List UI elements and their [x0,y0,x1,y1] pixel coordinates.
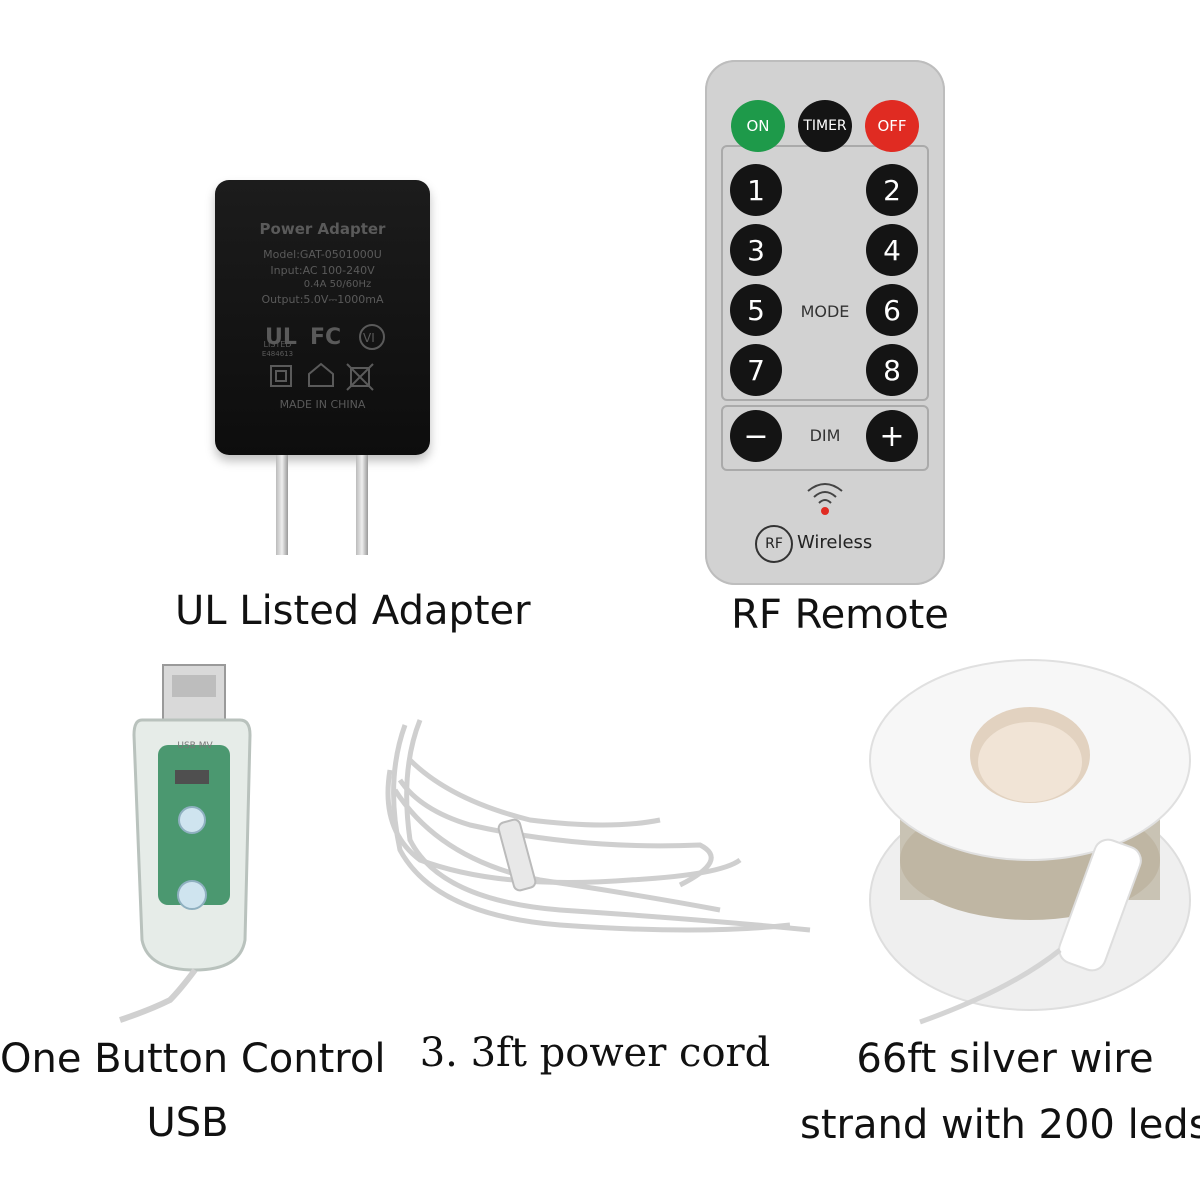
vi-mark: VI [363,331,375,345]
on-button[interactable]: ON [731,100,785,152]
caption-usb-line1: One Button Control [0,1036,386,1082]
listed-label: LISTED [263,340,292,349]
wireless-label: Wireless [797,532,873,553]
wire-spool-icon [869,659,1191,1025]
button-3[interactable]: 3 [730,224,782,276]
caption-cord: 3. 3ft power cord [419,1030,771,1076]
ul-mark: UL [265,325,297,350]
dim-panel [721,405,929,471]
adapter-prong-left [276,455,288,555]
adapter-output: Output:5.0V⎓1000mA [261,293,384,306]
button-1[interactable]: 1 [730,164,782,216]
dim-plus-button[interactable]: + [866,410,918,462]
adapter-title: Power Adapter [259,220,386,238]
made-in-label: MADE IN CHINA [279,398,366,411]
fc-mark: FC [310,325,341,350]
wireless-signal-icon [807,483,843,515]
usb-print: USB MV [177,741,213,751]
off-button[interactable]: OFF [865,100,919,152]
button-2[interactable]: 2 [866,164,918,216]
safety-symbols-icon [270,362,374,391]
button-7[interactable]: 7 [730,344,782,396]
timer-button[interactable]: TIMER [798,100,852,152]
caption-adapter: UL Listed Adapter [175,588,531,634]
adapter-model: Model:GAT-0501000U [263,248,382,261]
dim-label: DIM [809,426,841,445]
adapter-prong-right [356,455,368,555]
caption-remote: RF Remote [731,592,949,638]
adapter-input2: 0.4A 50/60Hz [303,279,372,290]
rf-badge: RF [755,525,793,563]
caption-strand-line2: strand with 200 leds [800,1102,1200,1148]
mode-label: MODE [800,302,850,321]
adapter-input: Input:AC 100-240V [270,264,375,277]
usb-controller-icon: USB MV [119,664,252,1023]
button-6[interactable]: 6 [866,284,918,336]
button-4[interactable]: 4 [866,224,918,276]
listed-number: E484613 [261,350,294,358]
caption-usb-line2: USB [146,1100,229,1146]
dim-minus-button[interactable]: − [730,410,782,462]
button-5[interactable]: 5 [730,284,782,336]
power-cord-coil-icon [385,719,811,933]
rf-remote: ON TIMER OFF 1 2 3 4 5 6 7 8 MODE − + DI… [705,60,945,585]
caption-strand-line1: 66ft silver wire [856,1036,1154,1082]
button-8[interactable]: 8 [866,344,918,396]
certification-marks-icon: UL FC VI [265,324,385,350]
adapter-body: Power Adapter Model:GAT-0501000U Input:A… [215,180,430,455]
